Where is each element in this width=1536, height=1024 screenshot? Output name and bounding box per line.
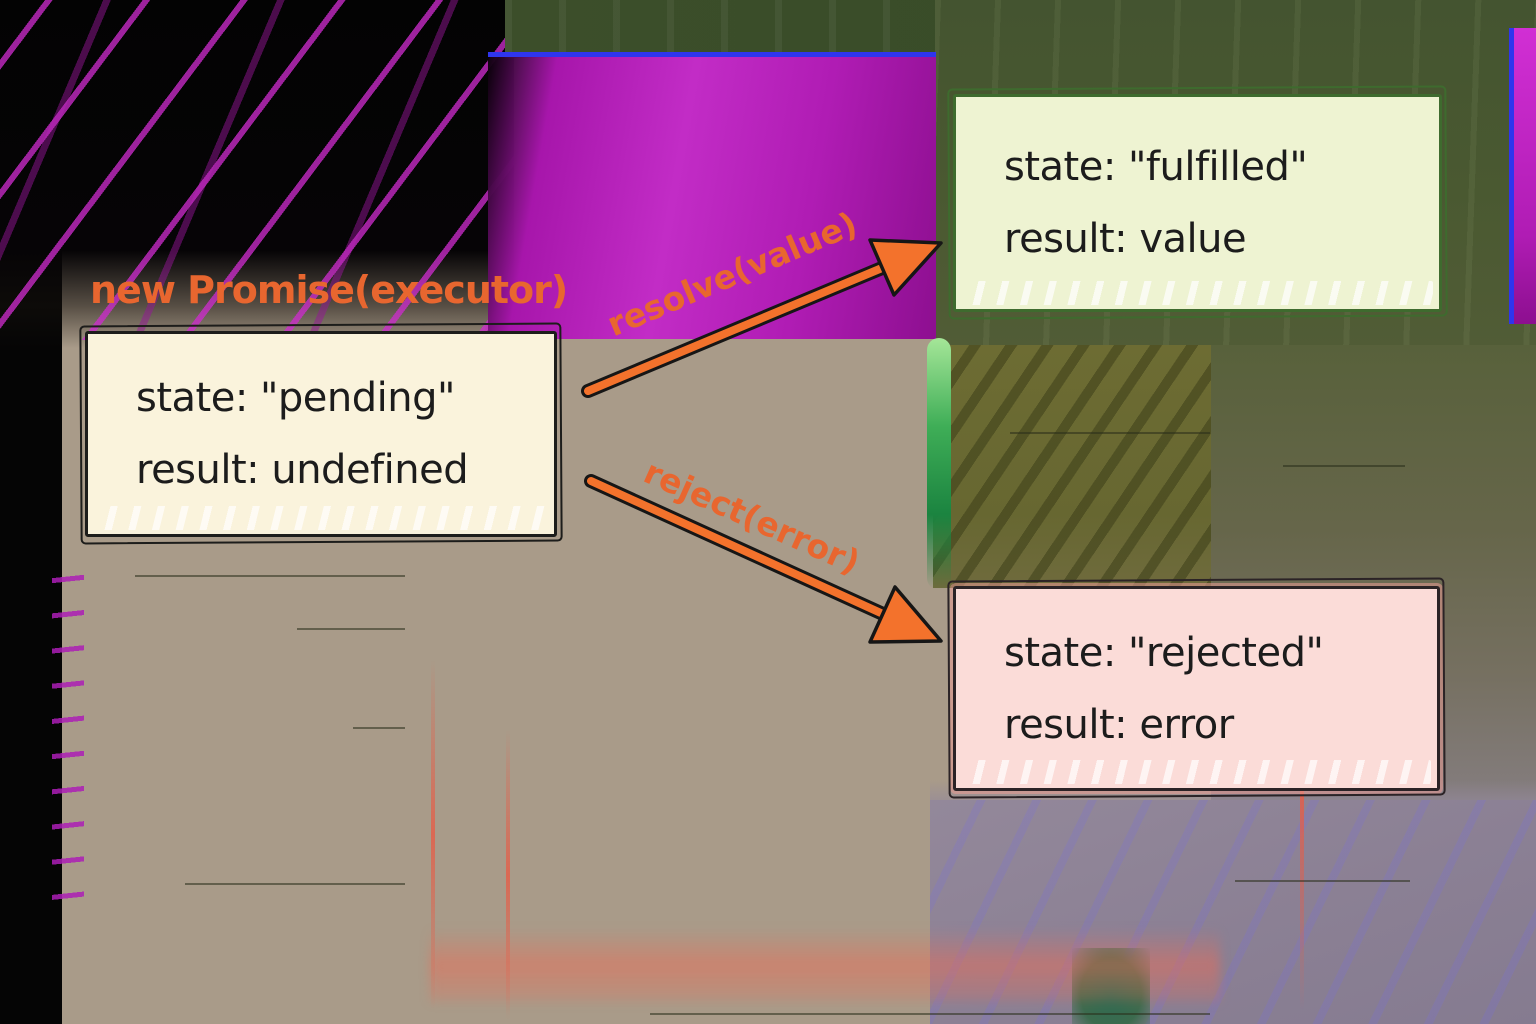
rejected-result-line: result: error	[1004, 701, 1234, 748]
background-artifact-magenta-strip	[1509, 28, 1536, 324]
background-artifact-salmon-thread	[506, 730, 510, 1020]
background-line	[297, 628, 405, 630]
background-artifact-salmon-thread	[431, 660, 435, 1010]
background-artifact-purple-streaks	[52, 548, 84, 914]
pending-state-line: state: "pending"	[136, 375, 455, 421]
pending-result-line: result: undefined	[136, 447, 469, 493]
background-line	[1283, 465, 1405, 467]
background-artifact-olive-column	[933, 345, 1211, 588]
rejected-state-line: state: "rejected"	[1004, 629, 1324, 676]
fulfilled-state-line: state: "fulfilled"	[1004, 144, 1308, 190]
fulfilled-state-box: state: "fulfilled" result: value	[953, 94, 1442, 312]
background-artifact-salmon-glow	[430, 928, 1220, 1002]
background-artifact-green-ribbon	[927, 338, 951, 590]
fulfilled-result-line: result: value	[1004, 216, 1247, 262]
pending-state-box: state: "pending" result: undefined	[85, 331, 557, 537]
background-line	[1235, 880, 1410, 882]
background-artifact-salmon-thread	[1300, 590, 1304, 1010]
background-line	[185, 883, 405, 885]
background-line	[650, 1013, 1210, 1015]
background-line	[353, 727, 405, 729]
background-line	[1010, 432, 1210, 434]
background-line	[135, 575, 405, 577]
background-artifact-magenta-hatch	[0, 0, 514, 340]
rejected-state-box: state: "rejected" result: error	[953, 586, 1440, 791]
new-promise-label: new Promise(executor)	[90, 268, 568, 312]
